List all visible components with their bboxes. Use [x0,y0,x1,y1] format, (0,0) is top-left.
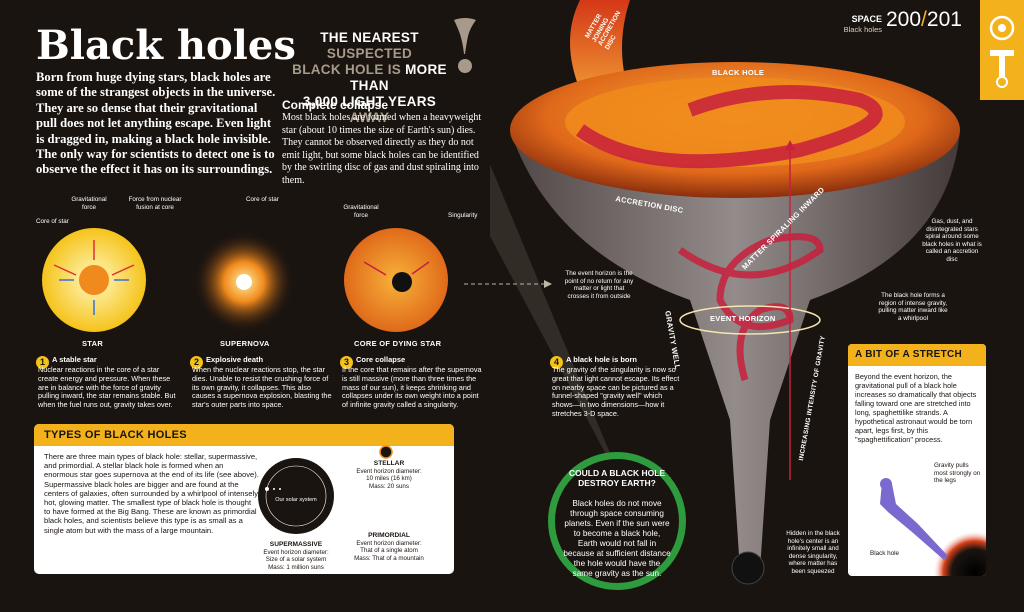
step-2-text: When the nuclear reactions stop, the sta… [192,365,332,410]
stages-diagram [42,228,552,332]
telescope-icon [989,15,1015,88]
fact-w1: THE [320,30,353,45]
section-label: SPACE [851,14,882,24]
note-legs: Gravity pulls most strongly on the legs [934,462,981,484]
gravity-well-diagram [490,0,960,585]
collapse-heading: Complete collapse [282,98,389,112]
supermassive-l3: Mass: 1 million suns [268,563,324,571]
note-hidden: Hidden in the black hole's center is an … [786,530,840,575]
fact-w3: SUSPECTED [326,46,413,61]
step-4-title: A black hole is born [566,355,637,364]
singularity-dot [392,272,412,292]
earth-answer: Black holes do not move through space co… [563,499,671,578]
label-force-fusion: Force from nuclear fusion at core [128,196,182,211]
step-1: A stable star [52,355,180,365]
step-2: Explosive death [206,355,334,365]
label-grav-force: Gravitational force [71,196,107,211]
earth-callout: COULD A BLACK HOLE DESTROY EARTH? Black … [548,452,686,590]
label-event-horizon: EVENT HORIZON [710,314,776,323]
supermassive-l2: Size of a solar system [265,556,327,564]
primordial-l3: Mass: That of a mountain [354,554,424,562]
page-title: Black holes [36,22,296,69]
intro-text: Born from huge dying stars, black holes … [36,70,276,177]
caption-dying-core: CORE OF DYING STAR [354,339,442,348]
note-event-horizon: The event horizon is the point of no ret… [564,270,634,300]
stellar-l1: Event horizon diameter: [356,467,422,475]
spiral-red-lower [677,233,824,382]
astronaut-figure [880,480,948,560]
star-core [79,265,109,295]
fact-w2: NEAREST [352,30,419,45]
label-core-of-star-2: Core of star [246,196,279,203]
note-black-hole: Black hole [870,550,900,557]
page-left: 200 [886,8,922,31]
supermassive-label: SUPERMASSIVE Event horizon diameter: Siz… [246,541,346,571]
spiral-red-upper [575,85,883,169]
caption-star: STAR [82,339,104,348]
stellar-l3: Mass: 20 suns [369,482,409,490]
label-solar-system: Our solar system [275,497,317,503]
label-grav-force-2: Gravitational force [343,204,379,219]
supermassive-name: SUPERMASSIVE [269,541,323,548]
tornado-icon [454,18,476,73]
subsection-label: Black holes [843,25,882,34]
step-3: Core collapse [356,355,484,365]
label-black-hole: BLACK HOLE [712,68,765,77]
astronaut-graphic [880,478,986,576]
primordial-name: PRIMORDIAL [368,532,410,539]
types-title: TYPES OF BLACK HOLES [44,429,187,441]
event-horizon-ring [679,305,821,335]
stellar-l2: 10 miles (16 km) [366,475,412,483]
note-gas-dust: Gas, dust, and disintegrated stars spira… [922,218,982,263]
stellar-graphic [379,445,393,459]
page-slash: / [921,8,927,31]
fact-w5: MORE THAN [350,62,447,93]
stretch-title: A BIT OF A STRETCH [855,349,963,360]
step-4-badge: 4 [550,356,563,369]
types-header [34,424,454,446]
supernova-core [236,274,252,290]
step-1-title: A stable star [52,355,97,364]
collapse-text: Most black holes are formed when a heavy… [282,112,482,186]
step-4-text: The gravity of the singularity is now so… [552,365,680,418]
supermassive-graphic [258,458,334,534]
fact-callout: THE NEAREST SUSPECTED BLACK HOLE IS MORE… [282,30,457,126]
stretch-header [848,344,986,366]
step-1-text: Nuclear reactions in the core of a star … [38,365,176,410]
stellar-label: STELLAR Event horizon diameter: 10 miles… [344,460,434,490]
stretch-text: Beyond the event horizon, the gravitatio… [855,372,977,444]
step-3-badge: 3 [340,356,353,369]
types-text: There are three main types of black hole… [44,452,259,535]
note-region: The black hole forms a region of intense… [878,292,948,322]
label-singularity: Singularity [448,212,478,219]
black-hole-graphic [916,522,986,576]
primordial-l2: That of a single atom [360,547,418,555]
funnel-body [510,130,960,570]
primordial-label: PRIMORDIAL Event horizon diameter: That … [344,532,434,562]
earth-question: COULD A BLACK HOLE DESTROY EARTH? [568,468,666,488]
step-2-badge: 2 [190,356,203,369]
projection-beam [490,126,627,494]
label-core-of-star: Core of star [36,218,69,225]
stellar-name: STELLAR [373,460,405,467]
fact-w7: AWAY [349,110,390,125]
primordial-l1: Event horizon diameter: [356,539,422,547]
singularity-ball [731,551,765,585]
stretch-box: A BIT OF A STRETCH Beyond the event hori… [848,344,986,576]
step-1-badge: 1 [36,356,49,369]
types-box: TYPES OF BLACK HOLES There are three mai… [34,424,454,574]
page-right: 201 [926,8,962,31]
step-3-title: Core collapse [356,355,406,364]
step-4: A black hole is born [566,355,694,365]
supermassive-l1: Event horizon diameter: [263,548,329,556]
page-numbers: 200/201 [886,8,962,32]
step-2-title: Explosive death [206,355,264,364]
fact-w4: BLACK HOLE IS [292,62,402,77]
section-badge [980,0,1024,100]
caption-supernova: SUPERNOVA [220,339,270,348]
fact-w6: 3,000 LIGHT YEARS [302,94,437,109]
step-3-text: If the core that remains after the super… [342,365,482,410]
